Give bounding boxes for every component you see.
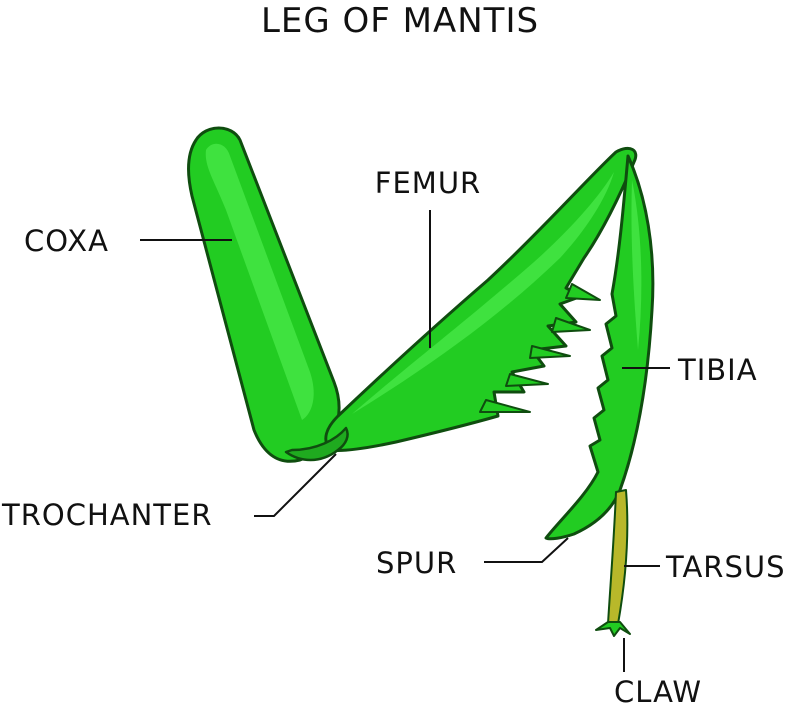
femur-spines [479, 283, 601, 413]
trochanter-shape [284, 426, 349, 462]
tarsus-shape [607, 489, 629, 625]
coxa-label: COXA [24, 224, 109, 258]
femur-label: FEMUR [375, 166, 481, 200]
spur-leader [484, 537, 569, 563]
trochanter-label: TROCHANTER [1, 498, 212, 532]
leader-lines [140, 210, 670, 672]
claw-label: CLAW [614, 675, 702, 706]
diagram-title: LEG OF MANTIS [261, 1, 539, 41]
claw-shape [595, 621, 631, 637]
tibia-segment [544, 154, 655, 541]
tarsus-label: TARSUS [665, 550, 786, 584]
tibia-shape [544, 154, 655, 541]
spur-label: SPUR [376, 546, 457, 580]
trochanter-leader [254, 453, 337, 517]
coxa-highlight [205, 143, 314, 420]
coxa-segment [187, 126, 341, 463]
tibia-label: TIBIA [677, 353, 758, 387]
tibia-highlight [631, 180, 642, 350]
femur-segment [324, 146, 638, 452]
